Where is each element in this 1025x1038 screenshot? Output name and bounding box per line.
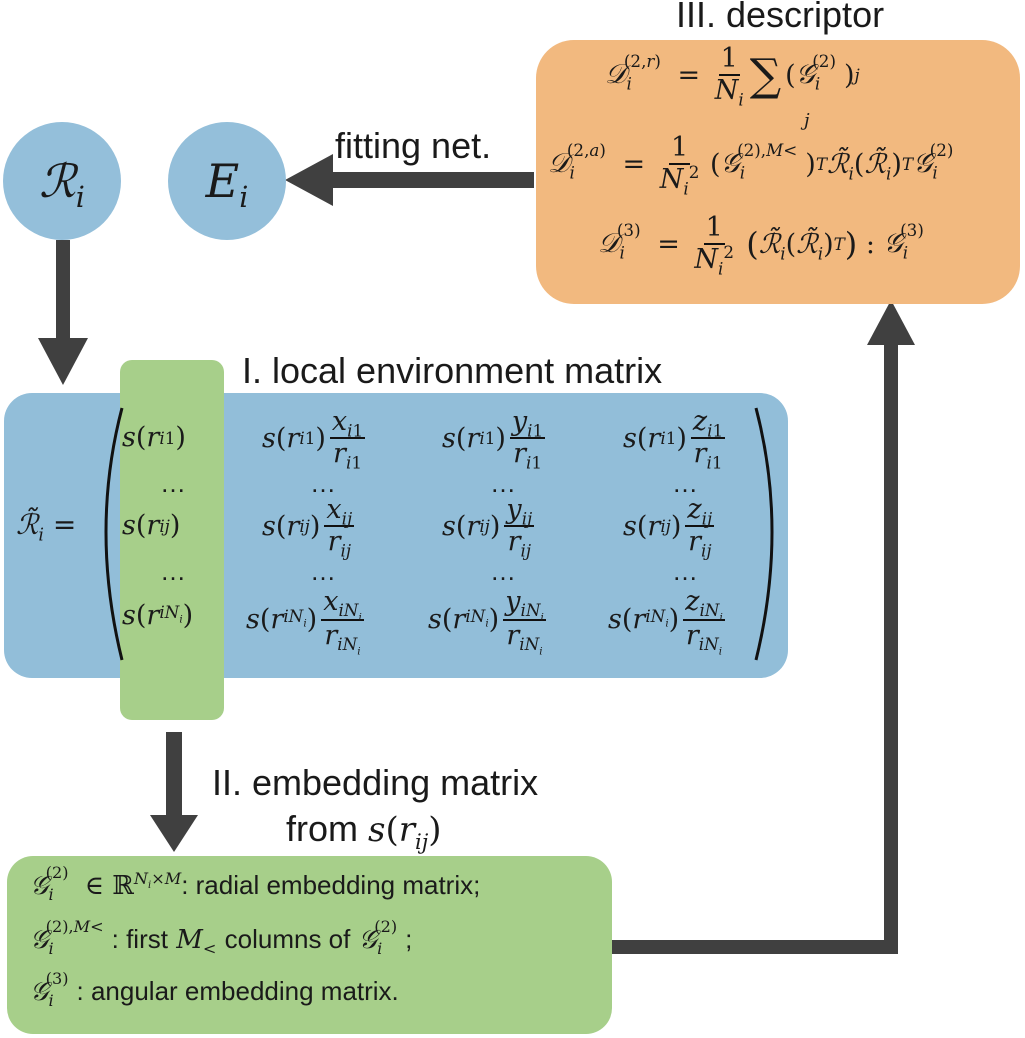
descriptor-box xyxy=(536,40,1020,304)
coordinates-node: ℛi xyxy=(3,122,121,240)
matrix-ellipsis: … xyxy=(672,556,698,586)
matrix-ellipsis: … xyxy=(310,468,336,498)
embedding-line-angular: 𝒢i(3): angular embedding matrix. xyxy=(30,969,399,1011)
embedding-radial-text: : radial embedding matrix; xyxy=(181,870,481,900)
embedding-matrix-label: II. embedding matrix xyxy=(212,762,539,803)
embedding-line-radial: 𝒢i(2) ∈ ℝNi×M: radial embedding matrix; xyxy=(30,863,481,905)
matrix-ellipsis: … xyxy=(160,556,186,586)
embedding-angular-text: : angular embedding matrix. xyxy=(76,976,399,1006)
coordinates-subscript: i xyxy=(75,181,85,215)
local-environment-label: I. local environment matrix xyxy=(242,350,663,391)
arrow-r-to-matrix xyxy=(38,240,88,385)
env-matrix-symbol: ℛ̃i = xyxy=(16,508,77,546)
energy-node: Ei xyxy=(168,122,286,240)
arrow-matrix-to-embedding xyxy=(150,732,198,852)
coordinates-symbol: ℛ xyxy=(39,154,76,208)
matrix-ellipsis: … xyxy=(490,556,516,586)
embedding-line-partial: 𝒢i(2),M<: first M< columns of 𝒢i(2); xyxy=(30,917,413,959)
matrix-ellipsis: … xyxy=(672,468,698,498)
arrow-embedding-to-descriptor xyxy=(612,300,915,954)
embedding-partial-text-b: columns of xyxy=(224,924,351,954)
embedding-source-text: from xyxy=(286,808,358,849)
energy-symbol: E xyxy=(205,154,240,208)
energy-subscript: i xyxy=(239,181,249,215)
fitting-net-label: fitting net. xyxy=(335,125,492,166)
embedding-source-symbol: s(rij) xyxy=(368,810,442,854)
embedding-box xyxy=(7,856,612,1034)
matrix-ellipsis: … xyxy=(490,468,516,498)
sum-index: j xyxy=(804,110,810,131)
arrow-descriptor-to-energy xyxy=(285,154,534,206)
radial-column-highlight xyxy=(120,360,224,720)
embedding-partial-text-a: : first xyxy=(111,924,168,954)
matrix-ellipsis: … xyxy=(160,468,186,498)
descriptor-label: III. descriptor xyxy=(676,0,885,35)
embedding-source-label: from s(rij) xyxy=(286,808,442,854)
matrix-ellipsis: … xyxy=(310,556,336,586)
